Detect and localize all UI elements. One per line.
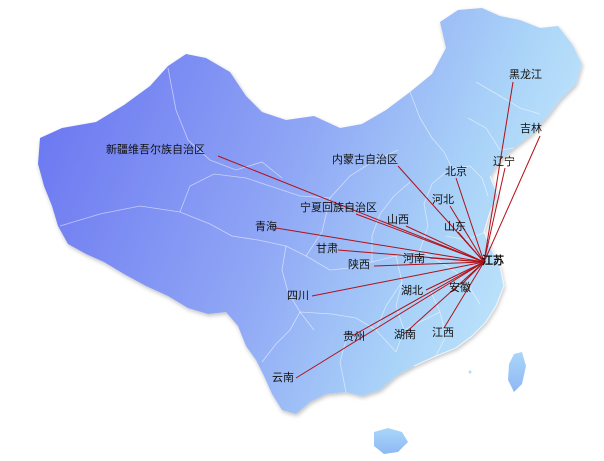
hainan-island xyxy=(374,428,408,454)
island-dot xyxy=(468,370,472,374)
route-guizhou xyxy=(351,261,485,337)
route-qinghai xyxy=(275,227,485,263)
label-hebei: 河北 xyxy=(432,193,454,206)
label-jiangsu-hub: 江苏 xyxy=(482,253,504,267)
label-anhui: 安徽 xyxy=(449,280,471,294)
route-beijing xyxy=(455,177,485,263)
label-henan: 河南 xyxy=(403,252,425,265)
label-yunnan: 云南 xyxy=(272,371,294,384)
label-heilongjiang: 黑龙江 xyxy=(509,68,542,81)
route-liaoning xyxy=(483,167,506,263)
route-xinjiang xyxy=(217,155,485,263)
label-ningxia: 宁夏回族自治区 xyxy=(300,200,377,214)
route-shandong xyxy=(457,231,485,263)
label-liaoning: 辽宁 xyxy=(493,154,515,168)
label-xinjiang: 新疆维吾尔族自治区 xyxy=(106,142,205,156)
label-jilin: 吉林 xyxy=(520,121,542,135)
taiwan-island xyxy=(508,352,526,392)
route-shanxi xyxy=(405,225,485,263)
coastline xyxy=(413,175,505,367)
label-sichuan: 四川 xyxy=(287,289,309,302)
label-shandong: 山东 xyxy=(444,220,466,233)
label-guizhou: 贵州 xyxy=(343,330,365,343)
route-yunnan xyxy=(295,261,485,379)
label-shaanxi: 陕西 xyxy=(348,257,370,271)
label-hubei: 湖北 xyxy=(401,284,423,297)
province-labels: 黑龙江 吉林 辽宁 新疆维吾尔族自治区 内蒙古自治区 北京 河北 宁夏回族自治区… xyxy=(106,68,542,384)
label-jiangxi: 江西 xyxy=(432,326,454,339)
island-dot xyxy=(490,274,494,278)
route-hebei xyxy=(449,205,485,263)
label-inner-mongolia: 内蒙古自治区 xyxy=(332,152,398,166)
label-gansu: 甘肃 xyxy=(316,242,338,255)
route-lines xyxy=(217,81,541,379)
route-sichuan xyxy=(311,261,485,297)
label-beijing: 北京 xyxy=(445,164,467,178)
route-jiangxi xyxy=(443,261,485,329)
route-jilin xyxy=(483,135,541,263)
route-shaanxi xyxy=(373,261,485,267)
route-ningxia xyxy=(355,213,485,263)
label-qinghai: 青海 xyxy=(255,219,277,233)
route-hunan xyxy=(403,261,485,335)
province-borders xyxy=(59,67,541,393)
label-hunan: 湖南 xyxy=(394,328,416,341)
route-heilongjiang xyxy=(483,81,514,263)
china-landmass xyxy=(38,8,582,414)
label-shanxi: 山西 xyxy=(387,213,409,226)
route-henan xyxy=(429,257,485,263)
island-dot xyxy=(484,260,488,264)
route-hubei xyxy=(425,261,485,291)
